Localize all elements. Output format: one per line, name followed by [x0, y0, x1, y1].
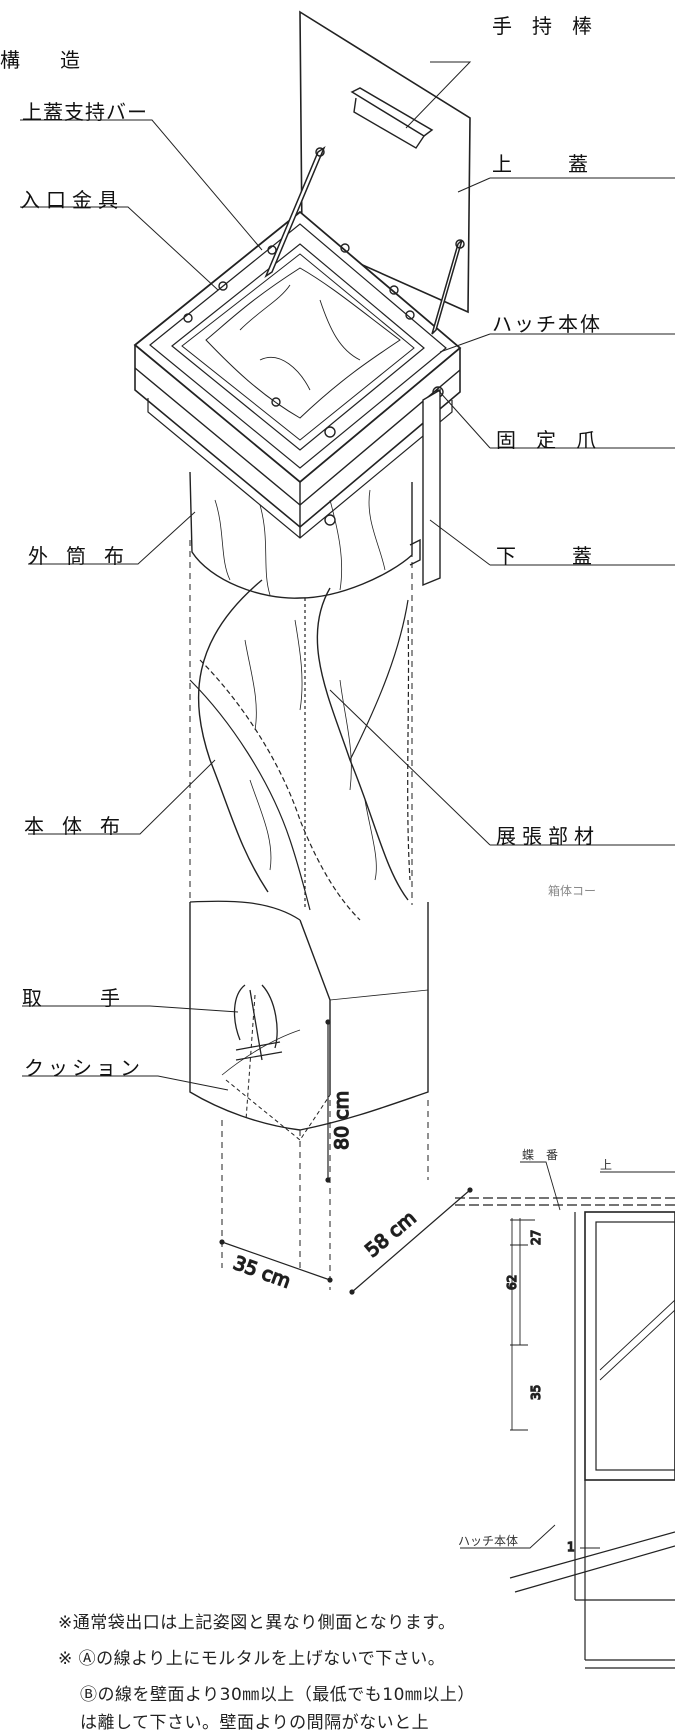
dim-1: 1 [567, 1540, 575, 1554]
body-cloth-drawing [189, 579, 411, 921]
label-hatch-body: ハッチ本体 [492, 312, 602, 336]
label-body-cloth: 本体布 [24, 814, 138, 838]
cushion-bag-drawing [189, 900, 429, 1141]
label-lid-support-bar: 上蓋支持バー [22, 100, 148, 124]
dim-height: 80 cm [331, 1091, 353, 1150]
dim-62: 62 [505, 1275, 519, 1290]
dim-depth: 58 cm [361, 1207, 420, 1262]
dim-width: 35 cm [230, 1252, 293, 1293]
label-hand-bar: 手持棒 [492, 14, 612, 38]
label-upper-lid: 上 蓋 [492, 152, 606, 176]
dim-35: 35 [529, 1385, 543, 1400]
upper-lid-drawing [299, 10, 471, 314]
label-lower-lid: 下 蓋 [496, 544, 610, 568]
section-label-hatch-body: ハッチ本体 [458, 1534, 519, 1548]
leader-lines [20, 61, 675, 1091]
label-fixing-claw: 固定爪 [496, 428, 616, 452]
outer-cloth-drawing [189, 471, 413, 599]
label-outer-cloth: 外筒布 [28, 544, 142, 568]
label-expansion-member: 展張部材 [496, 824, 600, 848]
section-label-hinge: 蝶 番 [522, 1148, 559, 1162]
label-cushion: クッション [24, 1056, 144, 1080]
section-drawing [455, 1161, 675, 1669]
lower-lid-drawing [409, 388, 441, 587]
note-line-1: ※通常袋出口は上記姿図と異なり側面となります。 [58, 1613, 456, 1633]
note-line-3: Ⓑの線を壁面より30㎜以上（最低でも10㎜以上） [80, 1685, 475, 1705]
dimension-lines [219, 1019, 473, 1295]
note-line-4: は離して下さい。壁面よりの間隔がないと上 [80, 1713, 430, 1733]
label-entrance-fitting: 入口金具 [20, 188, 124, 212]
lid-support-bars [264, 145, 465, 335]
note-line-2: ※ Ⓐの線より上にモルタルを上げないで下さい。 [58, 1649, 446, 1669]
label-handle: 取 手 [22, 986, 126, 1010]
section-label-box-corner: 箱体コー [548, 884, 597, 898]
guide-lines [189, 540, 429, 1290]
dim-27: 27 [529, 1230, 543, 1245]
hatch-body-drawing [133, 210, 462, 539]
section-label-upper: 上 [600, 1158, 613, 1172]
label-structure: 構 造 [0, 48, 90, 72]
